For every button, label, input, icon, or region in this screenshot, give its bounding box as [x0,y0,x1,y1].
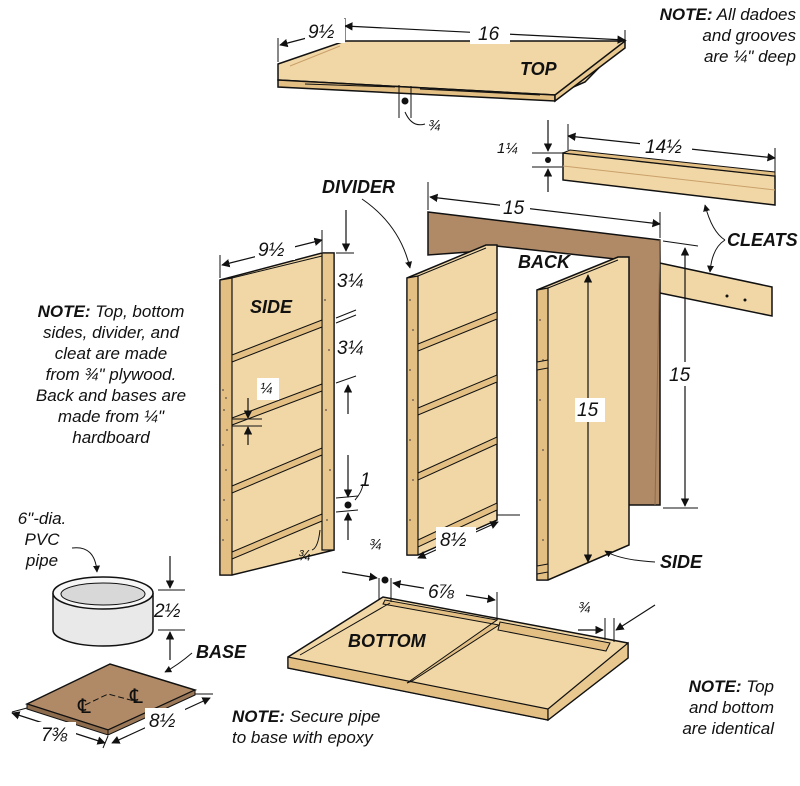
pvc-label-line-1: 6"-dia. [17,509,67,528]
note-materials: NOTE: Top, bottom sides, divider, and cl… [0,301,222,448]
note-identical-bold: NOTE: [688,677,742,696]
side-space-1-value: 3¼ [337,271,364,292]
divider-depth-value: 8½ [440,530,467,551]
cleat-height-dimension [532,120,562,192]
base-leader [164,652,193,673]
pvc-leader [71,547,101,573]
top-depth-value: 9½ [308,22,335,43]
lower-cleat [654,261,773,317]
back-width-value: 15 [503,198,525,219]
cleats-leader-lines [703,204,726,273]
left-side-panel [219,252,335,576]
base-width-value: 7⅜ [41,725,68,746]
note-epoxy-line-2: to base with epoxy [232,728,373,747]
side-groove-thickness-value: ¾ [298,547,311,564]
divider-leader [361,198,412,269]
note-dadoes-depth: NOTE: All dadoes and grooves are ¼" deep [600,4,796,67]
base-depth-value: 8½ [149,711,176,732]
note-materials-bold: NOTE: [37,302,91,321]
note-dadoes-line-3: are ¼" deep [703,47,796,66]
pvc-pipe-label: 6"-dia. PVC pipe [4,508,80,571]
cleats-label: CLEATS [727,230,798,250]
pipe-height-value: 2½ [153,601,181,622]
top-cleat [561,149,776,206]
pvc-pipe [52,576,154,647]
bottom-right-offset-dimension [578,604,656,642]
note-materials-line-7: hardboard [72,428,150,447]
pvc-label-line-2: PVC [24,530,60,549]
top-thickness-dimension [398,85,426,126]
note-dadoes-line-2: and grooves [702,26,796,45]
base-centerline-mark-2: ℄ [129,684,143,708]
bottom-offset-dimension [341,571,392,602]
side-space-2-value: 3¼ [337,338,364,359]
right-side-label: SIDE [660,552,703,572]
note-materials-line-1: Top, bottom [95,302,185,321]
note-epoxy-line-1: Secure pipe [289,707,381,726]
note-epoxy: NOTE: Secure pipe to base with epoxy [232,706,452,748]
back-height-value: 15 [669,365,691,386]
divider-label: DIVIDER [322,177,395,197]
note-identical-line-2: and bottom [688,698,774,717]
side-groove-offset-value: 1 [360,470,371,491]
note-materials-line-3: cleat are made [54,344,168,363]
note-materials-line-6: made from ¼" [57,407,165,426]
note-dadoes-line-1: All dadoes [716,5,796,24]
bottom-right-offset-value: ¾ [578,599,591,616]
back-label: BACK [518,252,572,272]
top-label: TOP [520,59,558,79]
bottom-panel [287,596,629,722]
right-side-leader [604,550,656,563]
bottom-offset-value: ¾ [369,536,382,553]
groove-width-dimension [232,398,262,445]
note-materials-line-5: Back and bases are [35,386,187,405]
note-identical: NOTE: Top and bottom are identical [620,676,774,739]
note-materials-line-2: sides, divider, and [42,323,180,342]
right-side-height-value: 15 [577,400,599,421]
base-label: BASE [196,642,247,662]
left-side-label: SIDE [250,297,293,317]
left-side-depth-value: 9½ [258,240,285,261]
note-identical-line-3: are identical [682,719,774,738]
side-groove-offset-dimension [311,455,364,551]
top-panel [277,39,627,103]
bottom-label: BOTTOM [348,631,427,651]
cleat-height-value: 1¼ [497,140,518,157]
top-thickness-value: ¾ [428,117,441,134]
note-materials-line-4: from ¾" plywood. [45,365,177,384]
bottom-groove-spacing-value: 6⅞ [428,582,455,603]
pipe-height-dimension [158,556,185,660]
side-spacing-dimensions [335,210,357,414]
top-width-value: 16 [478,24,500,45]
back-width-dimension [427,182,661,238]
groove-width-value: ¼ [260,380,273,397]
pvc-label-line-3: pipe [25,551,59,570]
note-dadoes-bold: NOTE: [659,5,713,24]
note-epoxy-bold: NOTE: [232,707,285,726]
base-centerline-mark-1: ℄ [77,694,91,718]
cleat-length-value: 14½ [645,137,682,158]
divider-panel [406,244,498,556]
note-identical-line-1: Top [746,677,774,696]
